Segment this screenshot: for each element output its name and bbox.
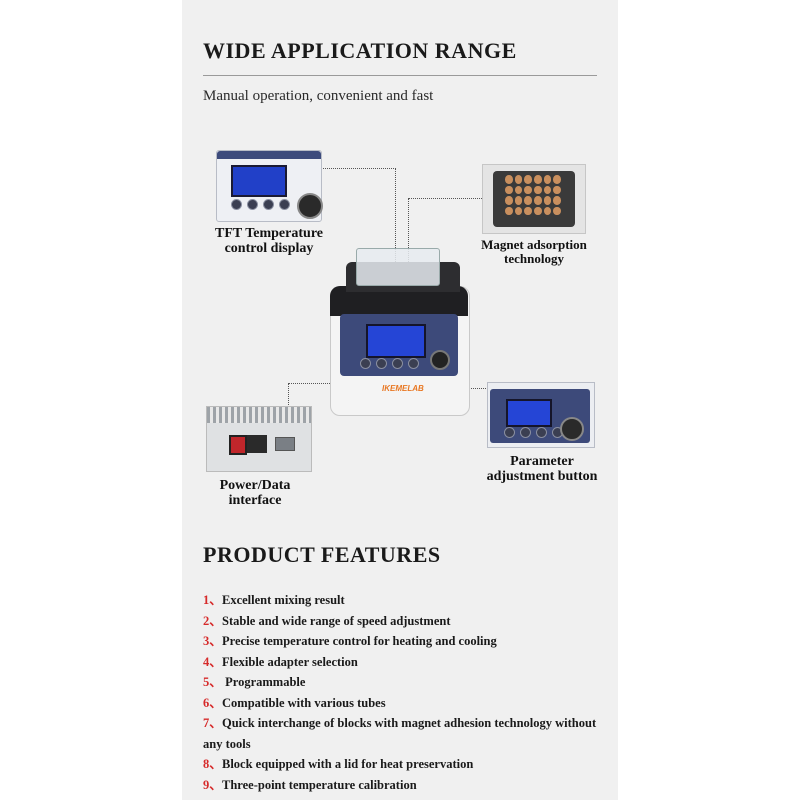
knob-icon: [297, 193, 323, 219]
section-subheading: Manual operation, convenient and fast: [203, 88, 434, 104]
parameter-panel-image: [487, 382, 595, 448]
list-item: 6、Compatible with various tubes: [203, 695, 386, 710]
list-item: 1、Excellent mixing result: [203, 593, 345, 607]
list-item: 9、Three-point temperature calibration: [203, 777, 417, 792]
list-item: 4、Flexible adapter selection: [203, 654, 358, 669]
list-item: 7、Quick interchange of blocks with magne…: [203, 716, 597, 751]
display-panel-image: [216, 150, 323, 222]
connector-display-vert: [395, 168, 396, 268]
lcd-screen: [231, 165, 287, 197]
list-item: 3、Precise temperature control for heatin…: [203, 634, 497, 648]
section-heading-features: PRODUCT FEATURES: [203, 542, 441, 567]
list-item: 5、 Programmable: [203, 675, 306, 689]
heading-divider: [203, 75, 597, 76]
list-item: 2、Stable and wide range of speed adjustm…: [203, 613, 451, 628]
sample-block: [356, 248, 440, 286]
connector-magnet: [408, 198, 482, 199]
magnet-block-image: [482, 164, 586, 234]
callout-magnet: Magnet adsorption technology: [481, 237, 587, 266]
connector-power: [288, 383, 334, 384]
instrument-lcd-screen: [366, 324, 426, 358]
feature-list: 1、Excellent mixing result 2、Stable and w…: [203, 590, 603, 795]
callout-parameter: Parameter adjustment button: [486, 454, 598, 484]
power-interface-image: [206, 406, 312, 472]
callout-display: TFT Temperature control display: [215, 226, 323, 256]
section-heading-application: WIDE APPLICATION RANGE: [203, 38, 517, 63]
callout-power: Power/Data interface: [219, 478, 291, 508]
list-item: 8、Block equipped with a lid for heat pre…: [203, 757, 474, 771]
brand-logo: IKEMELAB: [382, 384, 424, 393]
power-switch-icon: [229, 435, 247, 455]
connector-magnet-vert: [408, 198, 409, 262]
instrument-knob-icon: [430, 350, 450, 370]
power-socket-icon: [247, 435, 267, 453]
connector-power-vert: [288, 383, 289, 407]
data-port-icon: [275, 437, 295, 451]
connector-display: [320, 168, 396, 169]
parameter-knob-icon: [560, 417, 584, 441]
